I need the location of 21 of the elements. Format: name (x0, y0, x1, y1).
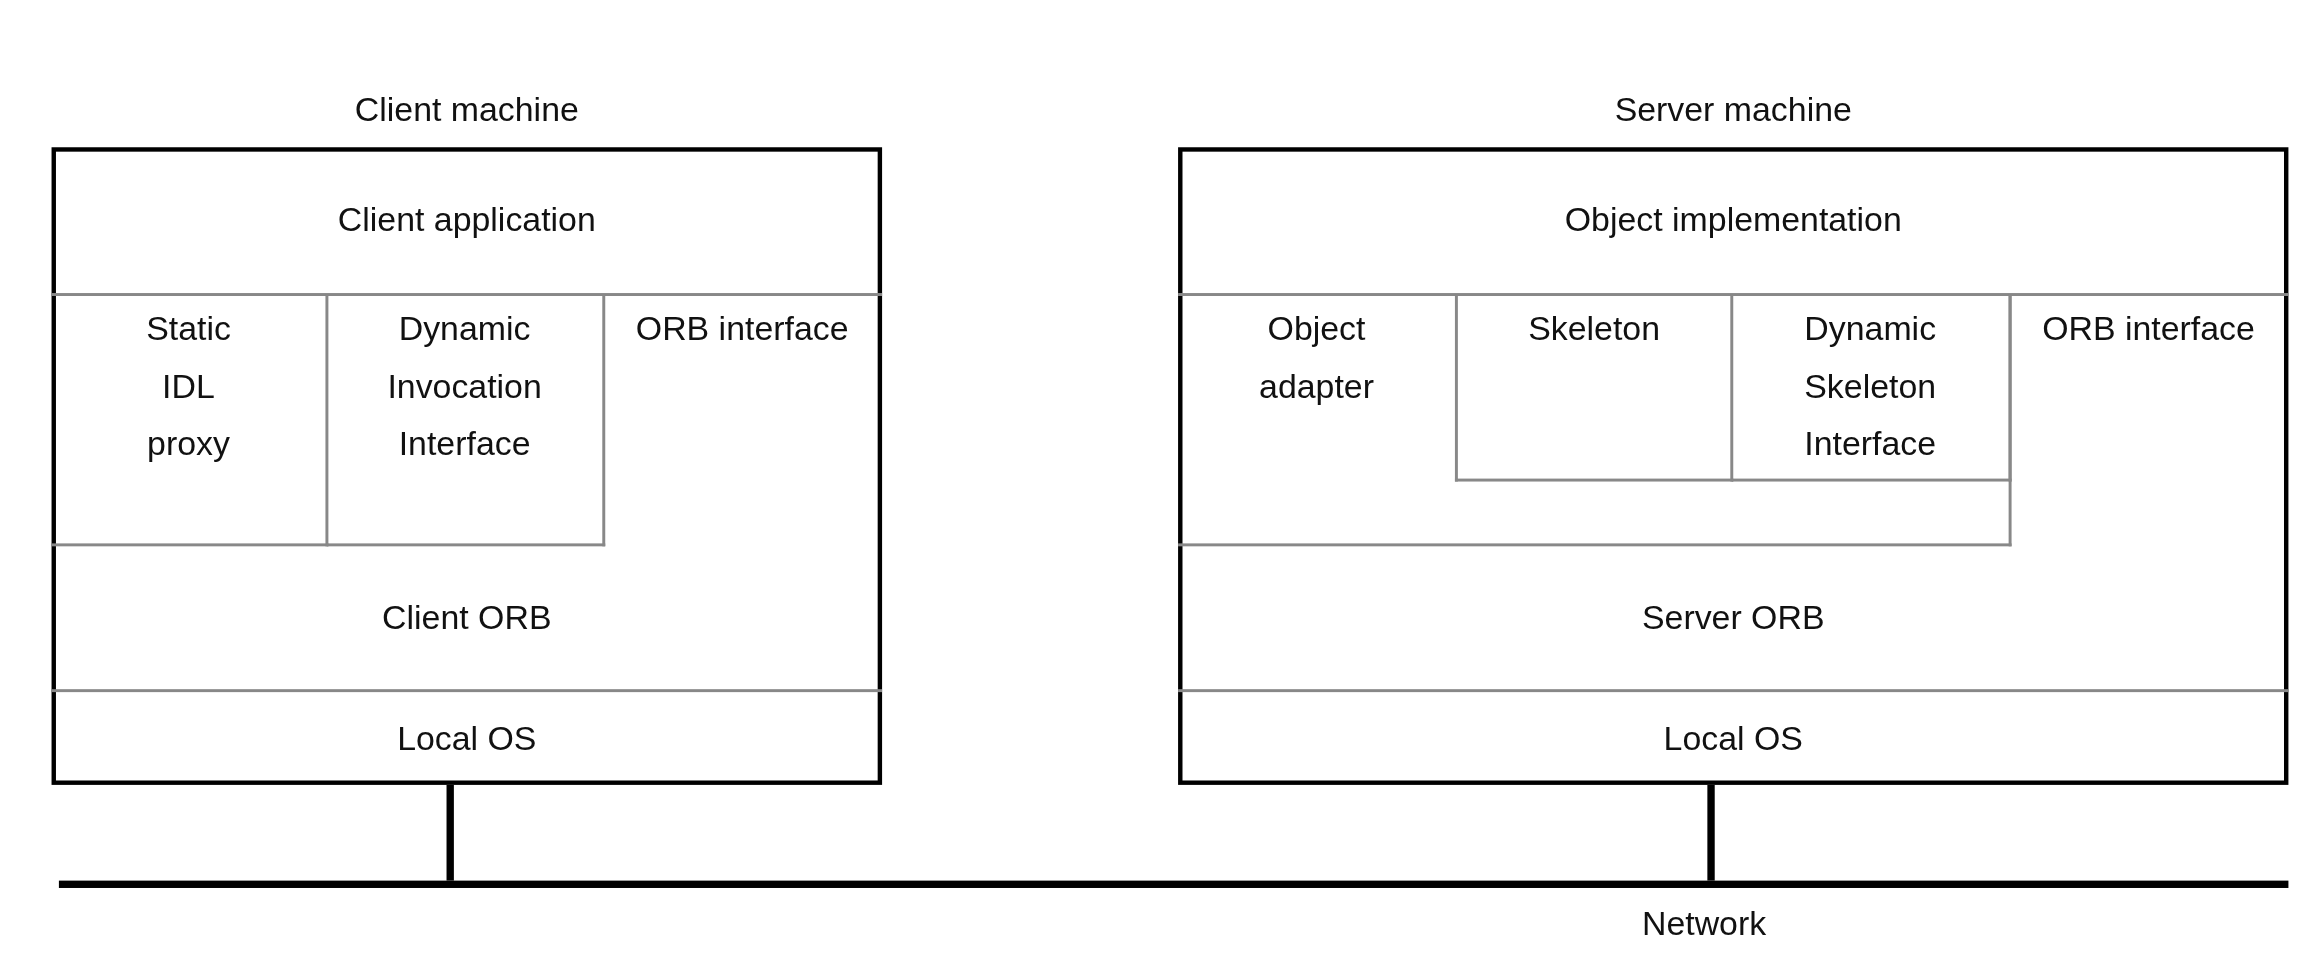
layer-label: Local OS (1663, 717, 1803, 759)
network-label: Network (1641, 903, 1767, 945)
layer-label: Object adapter (1258, 308, 1375, 407)
layer-label: ORB interface (2042, 308, 2255, 350)
proxy-cell (51, 294, 329, 547)
layer-label: Skeleton (1528, 308, 1660, 350)
machine-heading: Server machine (1613, 88, 1853, 131)
layer-label: Dynamic Invocation Interface (386, 308, 543, 465)
adapter-region (1178, 294, 2012, 547)
machine-heading: Client machine (353, 88, 580, 131)
interface-cell (1731, 294, 2012, 482)
layer-label: Server ORB (1641, 596, 1825, 639)
layer-label: Object implementation (1564, 199, 1902, 241)
layer-label: Client application (337, 199, 596, 241)
interface-cell (326, 294, 606, 547)
layer-label: Static IDL proxy (145, 308, 232, 465)
layer-label: Local OS (397, 717, 537, 759)
layer-label: ORB interface (635, 308, 849, 350)
skeleton-cell (1454, 294, 1734, 482)
layer-label: Dynamic Skeleton Interface (1803, 308, 1938, 465)
layer-label: Client ORB (382, 596, 552, 639)
